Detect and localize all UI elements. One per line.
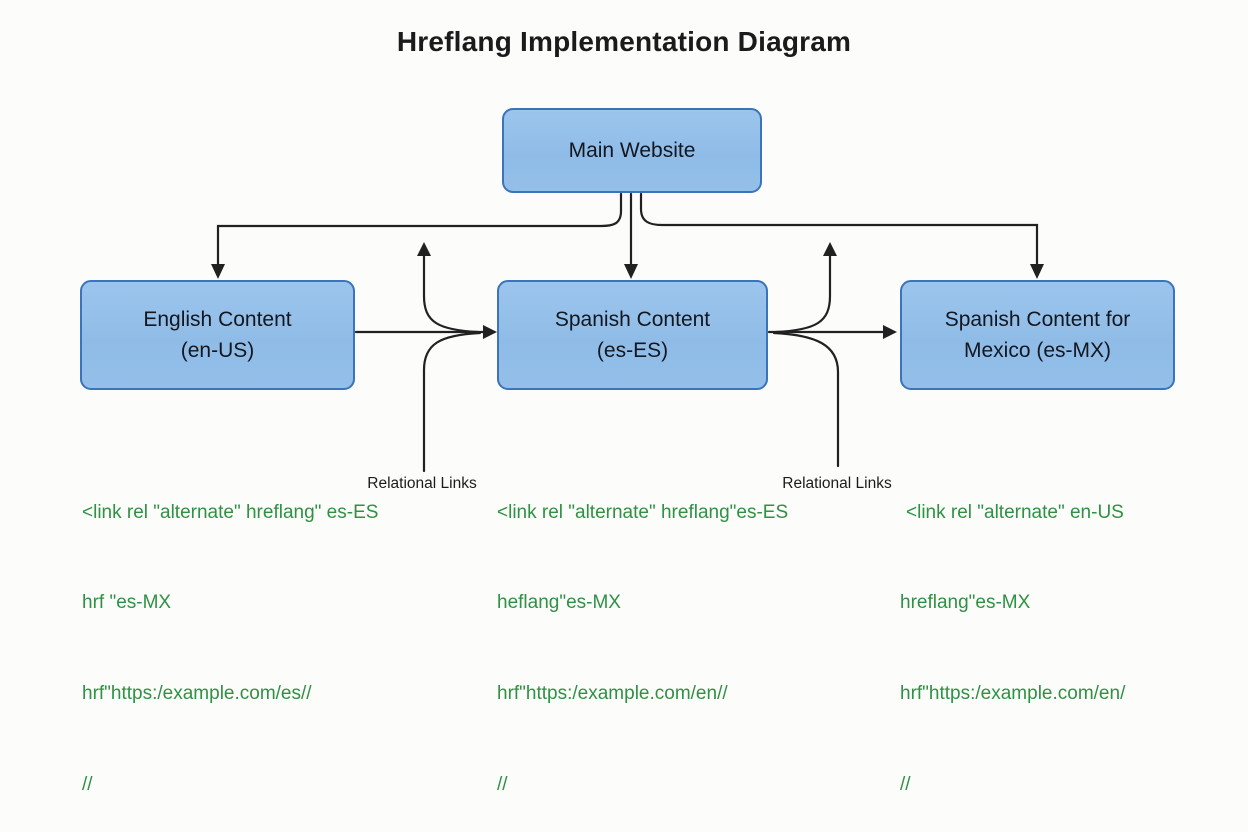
code-line: hreflang"es-MX [900,592,1031,614]
code-line: hrf "es-MX [82,592,172,614]
code-line: // [82,774,93,796]
code-line: <link rel "alternate" hreflang"es-ES [497,501,789,523]
arrow-main-to-english [211,192,623,279]
code-line: // [900,774,911,796]
node-mexico-label-line2: Mexico (es-MX) [963,339,1111,362]
code-line: // [497,774,508,796]
code-line: hrf"https:/example.com/es// [82,683,312,705]
arrow-english-to-spanish [354,325,497,339]
code-line: <link rel "alternate" en-US [906,501,1124,523]
code-line: hrf"https:/example.com/en// [497,683,728,705]
arrow-main-to-spanish [624,192,638,279]
code-block-english: <link rel "alternate" hreflang" es-ES hr… [82,437,482,832]
node-main-website: Main Website [502,108,762,193]
node-spanish-label-line2: (es-ES) [596,339,669,362]
node-english-content: English Content (en-US) [80,280,355,390]
relational-links-label-right: Relational Links [782,475,892,492]
node-english-label-line1: English Content [143,308,292,331]
relational-links-label-left: Relational Links [367,475,477,492]
node-spanish-mexico-content: Spanish Content for Mexico (es-MX) [900,280,1175,390]
diagram-title: Hreflang Implementation Diagram [396,26,852,57]
relational-link-right-connector [772,242,840,468]
node-spanish-label-line1: Spanish Content [554,308,711,331]
node-mexico-label-line1: Spanish Content for [944,308,1131,331]
node-main-website-label: Main Website [568,139,696,162]
code-block-mexico: <link rel "alternate" en-US hreflang"es-… [900,437,1248,832]
code-line: <link rel "alternate" hreflang" es-ES [82,501,379,523]
relational-link-left-connector [417,242,482,473]
node-spanish-content: Spanish Content (es-ES) [497,280,768,390]
code-line: hrf"https:/example.com/en/ [900,683,1126,705]
code-line: heflang"es-MX [497,592,621,614]
code-block-spanish: <link rel "alternate" hreflang"es-ES hef… [497,437,897,832]
arrow-main-to-mexico [639,192,1044,279]
node-english-label-line2: (en-US) [180,339,255,362]
